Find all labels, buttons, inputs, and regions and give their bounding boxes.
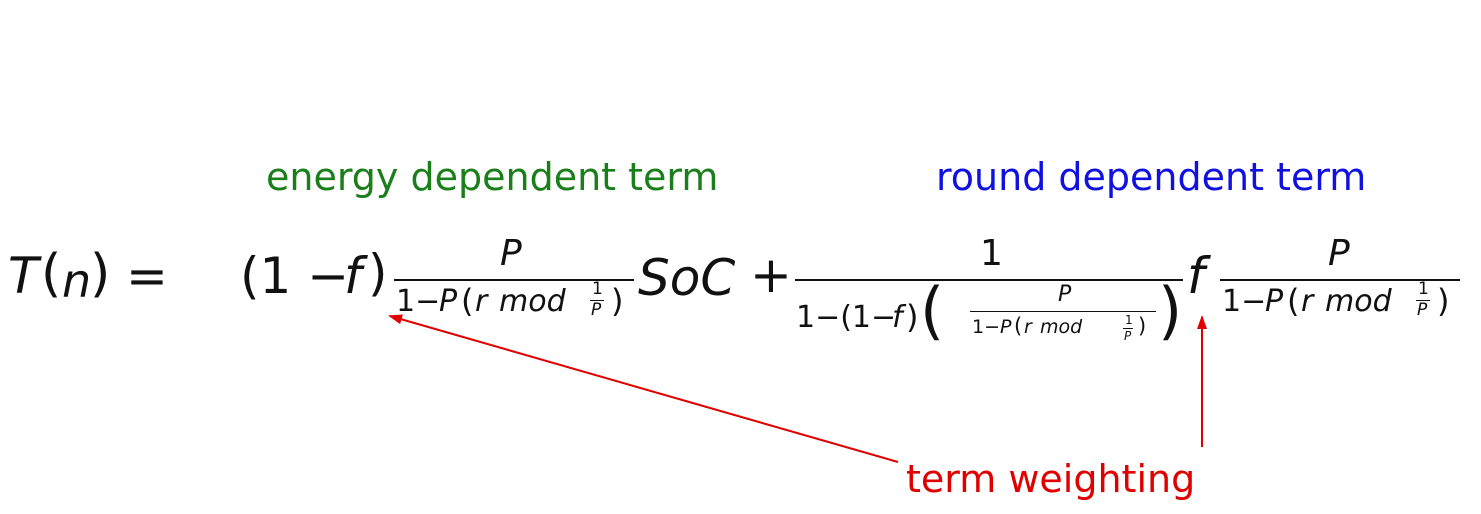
frac1-den-one: 1− [396, 284, 441, 319]
frac2-big-open: ( [920, 274, 945, 347]
frac3-den-open: ( [1287, 282, 1300, 320]
frac2-inner-den-P: P [1000, 316, 1012, 338]
frac2-inner-num-P: P [1058, 282, 1072, 307]
frac2-inner-den-mod: mod [1040, 316, 1083, 338]
weight-f: f [1187, 247, 1205, 305]
frac3-den-r: r [1301, 284, 1314, 319]
frac1-small-bar [590, 300, 604, 301]
frac2-inner-small-bar [1123, 328, 1133, 329]
frac2-inner-den-one: 1− [972, 316, 1001, 338]
frac3-num-P: P [1328, 233, 1350, 274]
frac2-den-close1: ) [906, 298, 919, 336]
term1-f: f [344, 247, 362, 305]
frac3-small-den: P [1417, 300, 1428, 320]
frac1-den-close: ) [611, 282, 624, 320]
frac1-den-open: ( [461, 282, 474, 320]
frac2-inner-small-num: 1 [1125, 313, 1133, 327]
frac1-small-den: P [591, 300, 602, 320]
frac2-inner-small-den: P [1124, 329, 1132, 343]
frac2-den-f: f [892, 300, 903, 335]
frac1-small-num: 1 [592, 279, 603, 299]
frac3-den-one: 1− [1222, 284, 1267, 319]
frac2-inner-bar [970, 311, 1156, 312]
lhs-open-paren: ( [41, 244, 62, 304]
frac1-den-r: r [475, 284, 488, 319]
equals-sign: = [126, 247, 168, 305]
frac1-den-P: P [439, 284, 458, 319]
frac3-bar [1220, 279, 1460, 281]
frac2-inner-den-r: r [1024, 316, 1032, 338]
lhs-close-paren: ) [90, 244, 111, 304]
term-weighting-label: term weighting [906, 457, 1196, 501]
frac2-bar [795, 279, 1183, 281]
frac1-den-mod: mod [499, 284, 566, 319]
lhs-T: T [8, 247, 39, 305]
round-term-label: round dependent term [936, 155, 1367, 199]
term1-open: (1 − [240, 247, 350, 305]
frac2-inner-den-open: ( [1014, 314, 1023, 338]
term1-close: ) [368, 244, 388, 302]
lhs-n: n [62, 254, 92, 308]
frac1-num-P: P [500, 233, 522, 274]
plus-sign: + [750, 246, 792, 304]
frac1-bar [394, 279, 634, 281]
frac3-den-P: P [1265, 284, 1284, 319]
frac3-den-mod: mod [1325, 284, 1392, 319]
frac3-den-close: ) [1437, 282, 1450, 320]
frac2-inner-den-close: ) [1138, 314, 1147, 338]
soc: SoC [638, 249, 736, 307]
frac3-small-num: 1 [1418, 279, 1429, 299]
frac2-den-prefix: 1−(1− [796, 300, 897, 335]
arrow-to-1-minus-f [388, 314, 899, 463]
frac2-big-close: ) [1158, 274, 1183, 347]
energy-term-label: energy dependent term [266, 155, 719, 199]
frac3-small-bar [1416, 300, 1430, 301]
frac2-num-one: 1 [980, 233, 1003, 274]
